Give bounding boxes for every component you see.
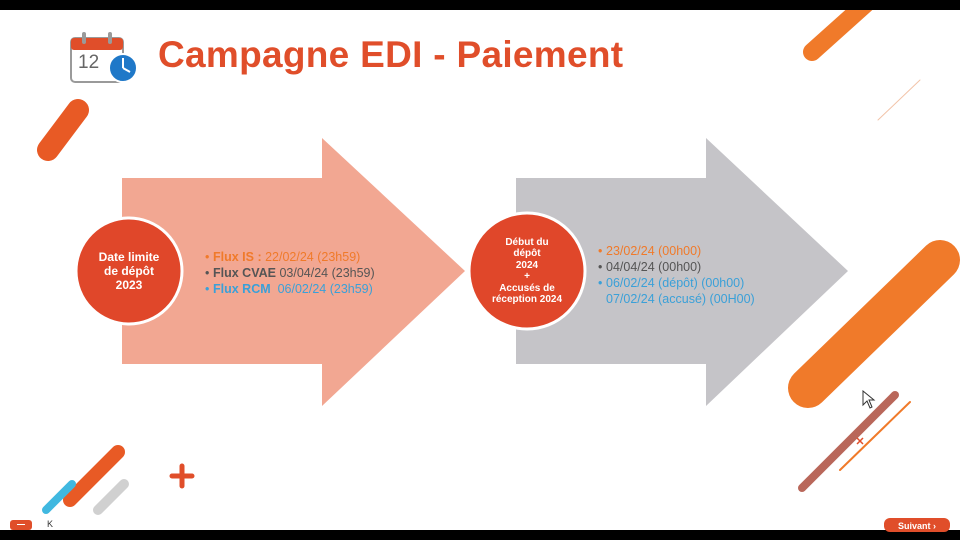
- menu-icon: [17, 524, 25, 525]
- date-cvae: 04/04/24 (00h00): [606, 260, 702, 274]
- right-circle: [467, 211, 587, 331]
- small-cross-icon: [856, 437, 864, 445]
- stripe-bottom-blue: [42, 480, 76, 514]
- plus-icon: [169, 463, 195, 489]
- list-item: •Flux CVAE 03/04/24 (23h59): [205, 266, 375, 280]
- flux-cvae-value: 03/04/24 (23h59): [275, 266, 375, 280]
- right-bullet-list: •23/02/24 (00h00) •04/04/24 (00h00) •06/…: [598, 243, 755, 307]
- left-arrow: [122, 138, 465, 406]
- list-item: •06/02/24 (dépôt) (00h00): [598, 276, 745, 290]
- stripe-right-thin: [839, 401, 911, 471]
- stripe-right-big: [788, 240, 960, 408]
- right-circle-label: Début du dépôt 2024 + Accusés de récepti…: [491, 236, 563, 306]
- list-item: •04/04/24 (00h00): [598, 260, 702, 274]
- slide: 12 Campagne EDI - Paiement Date limite d…: [0, 10, 960, 530]
- date-rcm-depot: 06/02/24 (dépôt) (00h00): [606, 276, 745, 290]
- list-item: •Flux RCM 06/02/24 (23h59): [205, 282, 373, 296]
- list-item: •Flux IS : 22/02/24 (23h59): [205, 250, 361, 264]
- left-circle: [74, 216, 184, 326]
- list-item: •23/02/24 (00h00): [598, 244, 702, 258]
- calendar-clock-icon: [70, 32, 138, 83]
- prev-button[interactable]: K: [47, 519, 54, 529]
- arrows: [74, 138, 848, 406]
- page-title: Campagne EDI - Paiement: [158, 34, 624, 75]
- flux-rcm-label: Flux RCM: [213, 282, 271, 296]
- stripe-thin: [877, 79, 921, 121]
- stripe-bottom-gray: [93, 479, 129, 515]
- next-button-label: Suivant: [897, 521, 931, 531]
- date-rcm-accuse: 07/02/24 (accusé) (00H00): [606, 292, 755, 306]
- next-button[interactable]: Suivant ›: [884, 518, 950, 532]
- stripe-left: [37, 99, 89, 161]
- mouse-cursor-icon: [862, 390, 876, 409]
- menu-button[interactable]: [10, 520, 32, 530]
- stripe-top-right: [803, 10, 873, 61]
- flux-cvae-label: Flux CVAE: [213, 266, 276, 280]
- calendar-day: 12: [78, 52, 100, 73]
- list-item: 07/02/24 (accusé) (00H00): [598, 291, 755, 307]
- flux-rcm-value: 06/02/24 (23h59): [270, 282, 373, 296]
- decorative-stripes: [37, 10, 960, 515]
- right-arrow: [516, 138, 848, 406]
- stripe-bottom-left: [63, 445, 125, 507]
- flux-is-label: Flux IS :: [213, 250, 262, 264]
- chevron-right-icon: ›: [933, 521, 937, 531]
- left-circle-label: Date limite de dépôt 2023: [98, 250, 160, 292]
- stripe-right-small: [798, 391, 899, 492]
- date-is: 23/02/24 (00h00): [606, 244, 702, 258]
- flux-is-value: 22/02/24 (23h59): [261, 250, 361, 264]
- left-bullet-list: •Flux IS : 22/02/24 (23h59) •Flux CVAE 0…: [205, 249, 375, 297]
- player-bar: [0, 520, 960, 530]
